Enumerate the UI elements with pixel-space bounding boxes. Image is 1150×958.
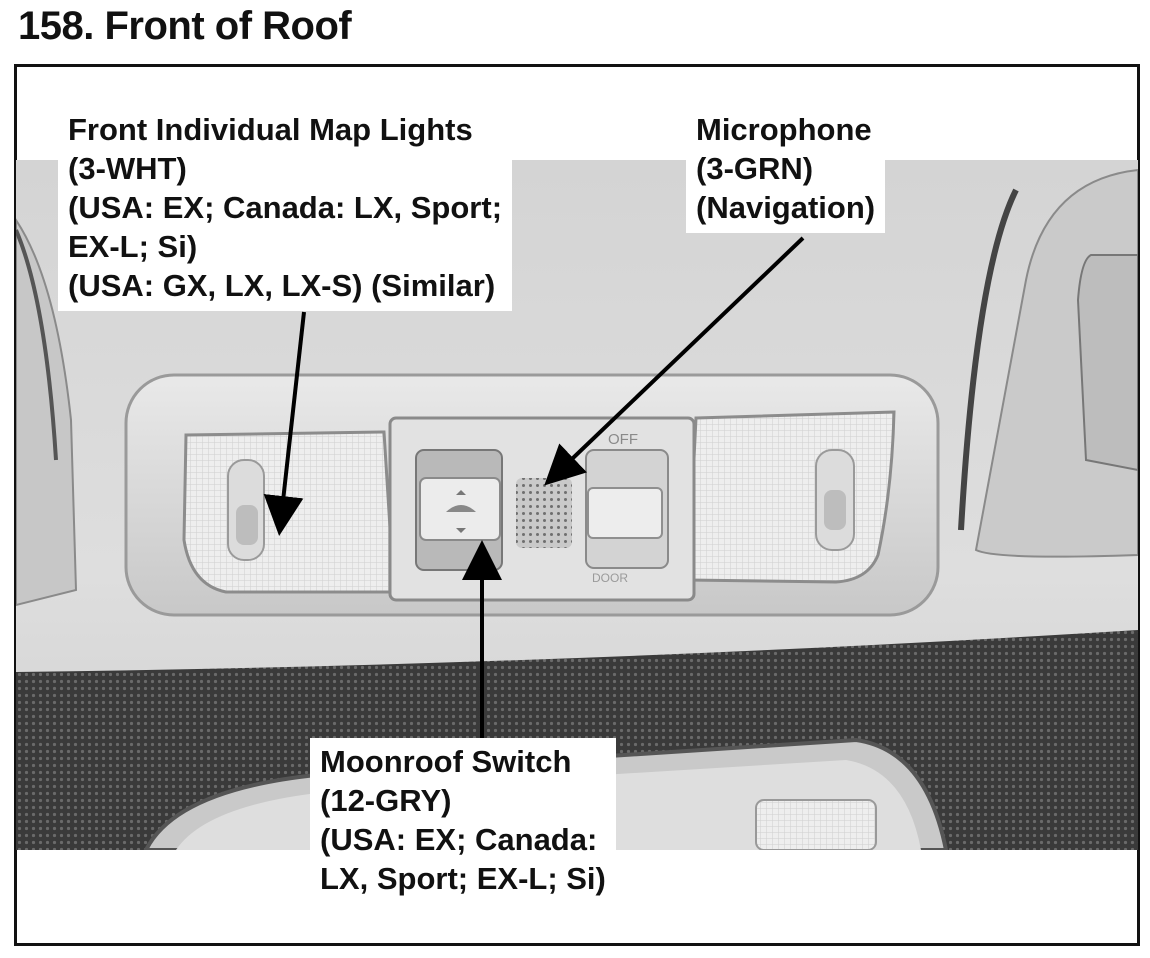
- callout-line: (USA: EX; Canada:: [320, 822, 598, 857]
- callout-line: (12-GRY): [320, 783, 452, 818]
- callout-line: Moonroof Switch: [320, 744, 572, 779]
- callout-moonroof-switch: Moonroof Switch (12-GRY) (USA: EX; Canad…: [310, 738, 616, 904]
- callout-line: LX, Sport; EX-L; Si): [320, 861, 606, 896]
- callout-line: (Navigation): [696, 190, 876, 225]
- switch-off-label: OFF: [608, 431, 638, 448]
- microphone-arrow: [544, 236, 805, 486]
- callout-line: Microphone: [696, 112, 872, 147]
- callout-line: EX-L; Si): [68, 229, 198, 264]
- callout-line: (USA: EX; Canada: LX, Sport;: [68, 190, 503, 225]
- left-visor: [16, 218, 78, 607]
- switch-door-label: DOOR: [592, 571, 628, 585]
- callout-line: (USA: GX, LX, LX-S) (Similar): [68, 268, 496, 303]
- callout-line: Front Individual Map Lights: [68, 112, 473, 147]
- callout-microphone: Microphone (3-GRN) (Navigation): [686, 106, 886, 233]
- map-lights-arrow: [263, 311, 306, 536]
- callout-map-lights: Front Individual Map Lights (3-WHT) (USA…: [58, 106, 513, 311]
- callout-line: (3-WHT): [68, 151, 187, 186]
- microphone-grille: [516, 478, 572, 548]
- callout-line: (3-GRN): [696, 151, 814, 186]
- page-title: 158. Front of Roof: [18, 4, 352, 48]
